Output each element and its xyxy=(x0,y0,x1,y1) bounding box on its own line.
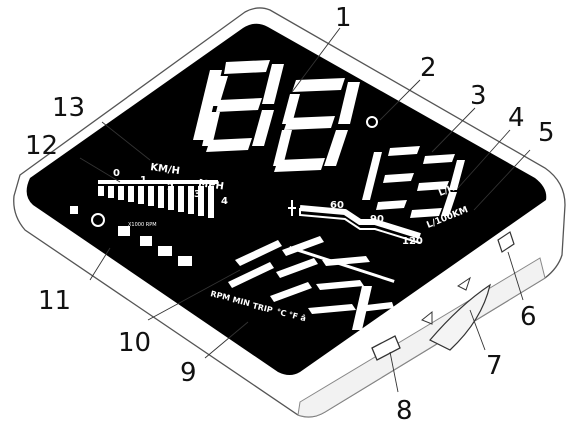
unit-min: MIN xyxy=(232,295,251,308)
unit-celsius: °C xyxy=(276,307,288,318)
rpm-caption: X1000 RPM xyxy=(128,222,157,228)
callout-7: 7 xyxy=(486,351,503,381)
callout-13: 13 xyxy=(52,93,86,123)
rpm-bargraph xyxy=(98,180,218,218)
callout-1: 1 xyxy=(335,3,352,33)
rpm-tick-2: 2 xyxy=(167,182,174,193)
car-icon xyxy=(140,236,152,246)
callout-11: 11 xyxy=(38,286,72,316)
sun-icon xyxy=(366,116,378,128)
callout-3: 3 xyxy=(470,81,487,111)
engine-icon xyxy=(118,226,130,236)
unit-fahrenheit: °F xyxy=(288,310,299,321)
brake-icon xyxy=(91,213,105,227)
temp-tick-60: 60 xyxy=(330,200,344,211)
rpm-tick-1: 1 xyxy=(140,175,147,186)
leader-lines xyxy=(79,27,531,393)
unit-kmh: KM/H xyxy=(150,162,181,177)
callout-6: 6 xyxy=(520,302,537,332)
unit-mph: MPH xyxy=(198,178,225,192)
unit-extra: â xyxy=(300,313,307,323)
temp-tick-120: 120 xyxy=(402,236,423,247)
rpm-tick-0: 0 xyxy=(113,168,120,179)
callout-8: 8 xyxy=(396,396,413,426)
side-knob xyxy=(429,283,491,351)
callout-2: 2 xyxy=(420,53,437,83)
usb-port xyxy=(371,335,401,361)
coolant-icon xyxy=(158,246,172,256)
battery-icon xyxy=(178,256,192,266)
display-screen xyxy=(26,23,547,375)
speed-segments xyxy=(193,60,360,172)
callout-9: 9 xyxy=(180,358,197,388)
rpm-tick-3: 3 xyxy=(194,189,201,200)
knob-arrow-up xyxy=(457,276,471,291)
callout-10: 10 xyxy=(118,328,152,358)
horn-icon xyxy=(70,206,78,214)
callout-12: 12 xyxy=(25,131,59,161)
callout-4: 4 xyxy=(508,103,525,133)
side-port xyxy=(497,231,515,253)
bottom-segments xyxy=(228,236,394,330)
indicator-icons xyxy=(70,206,192,266)
temp-tick-90: 90 xyxy=(370,214,384,225)
fuel-segments xyxy=(362,146,465,218)
rpm-tick-4: 4 xyxy=(221,196,228,207)
callout-5: 5 xyxy=(538,118,555,148)
knob-arrow-left xyxy=(421,310,433,325)
